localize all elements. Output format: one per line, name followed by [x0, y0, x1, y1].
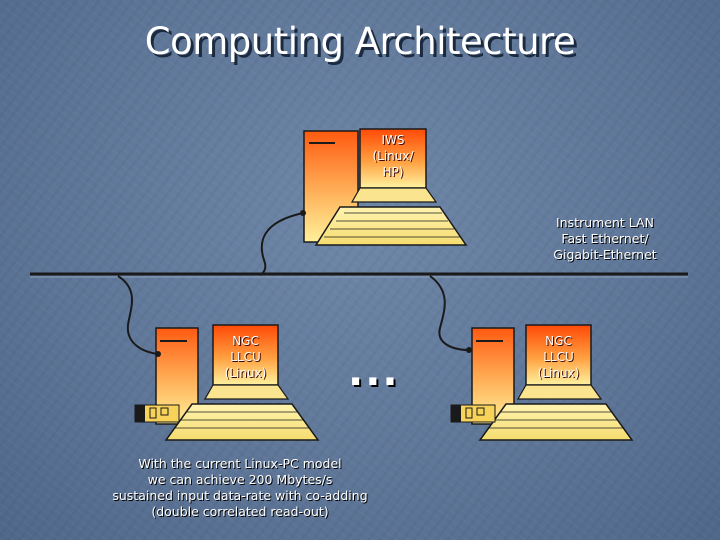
- llcu2-monitor-screen: [525, 324, 592, 386]
- llcu1-monitor-base: [203, 384, 290, 400]
- network-label-line-3: Gigabit-Ethernet: [553, 247, 657, 262]
- llcu2-computer: [450, 324, 634, 441]
- llcu1-screen-line-1: NGC: [232, 334, 259, 348]
- llcu2-cable: [429, 275, 470, 351]
- llcu2-screen-label: NGC LLCU (Linux): [526, 333, 591, 381]
- llcu2-screen-line-3: (Linux): [537, 366, 580, 380]
- performance-caption: With the current Linux-PC model we can a…: [100, 456, 380, 520]
- caption-line-1: With the current Linux-PC model: [138, 456, 342, 471]
- slide-title: Computing Architecture: [144, 20, 576, 63]
- llcu1-cable: [117, 275, 159, 355]
- iws-computer: [300, 128, 468, 246]
- more-nodes-ellipsis: ...: [348, 349, 400, 395]
- caption-line-2: we can achieve 200 Mbytes/s: [147, 472, 333, 487]
- iws-monitor-base: [350, 187, 438, 203]
- llcu1-keyboard: [164, 403, 320, 441]
- iws-screen-label: IWS (Linux/ HP): [360, 132, 426, 180]
- llcu2-monitor-base: [516, 384, 603, 400]
- llcu1-screen-line-2: LLCU: [230, 350, 261, 364]
- network-label-line-1: Instrument LAN: [556, 215, 654, 230]
- iws-keyboard: [314, 206, 468, 246]
- caption-line-3: sustained input data-rate with co-adding: [112, 488, 368, 503]
- llcu1-interface-card: [134, 404, 180, 423]
- llcu1-computer: [134, 324, 320, 441]
- iws-screen-line-3: HP): [382, 165, 404, 179]
- llcu2-keyboard: [478, 403, 634, 441]
- llcu2-interface-card: [450, 404, 496, 423]
- llcu1-screen-line-3: (Linux): [224, 366, 267, 380]
- network-label: Instrument LAN Fast Ethernet/ Gigabit-Et…: [540, 215, 670, 263]
- iws-cable: [259, 212, 304, 276]
- llcu2-screen-line-1: NGC: [545, 334, 572, 348]
- iws-screen-line-2: (Linux/: [372, 149, 414, 163]
- caption-line-4: (double correlated read-out): [151, 504, 329, 519]
- llcu1-screen-label: NGC LLCU (Linux): [213, 333, 278, 381]
- iws-screen-line-1: IWS: [381, 133, 405, 147]
- network-label-line-2: Fast Ethernet/: [561, 231, 649, 246]
- iws-monitor-screen: [359, 128, 427, 189]
- llcu2-screen-line-2: LLCU: [543, 350, 574, 364]
- llcu1-monitor-screen: [212, 324, 279, 386]
